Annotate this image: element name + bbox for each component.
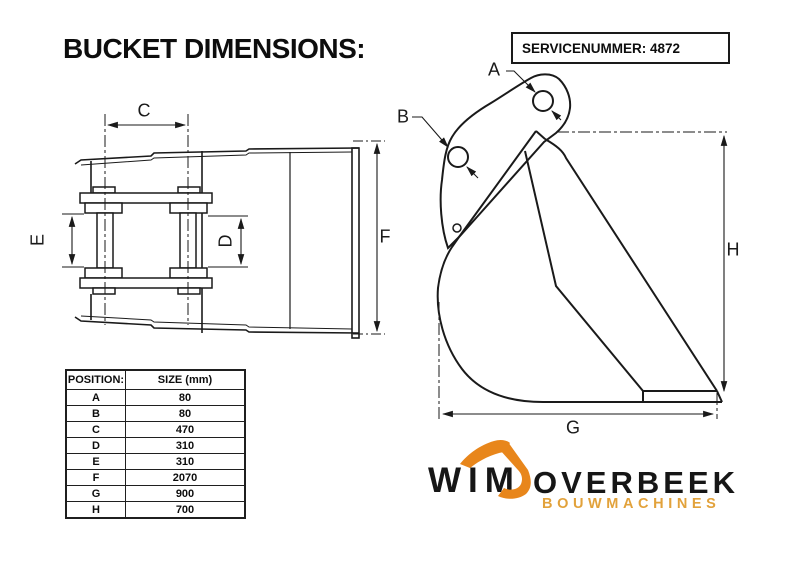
cell-size: 2070 (125, 469, 246, 486)
dimension-d (208, 215, 248, 268)
label-f: F (379, 226, 391, 247)
logo-text-tagline: BOUWMACHINES (542, 496, 721, 512)
header-size: SIZE (mm) (125, 369, 246, 390)
cell-size: 80 (125, 405, 246, 422)
cell-position: C (65, 421, 126, 438)
bucket-back-edge (544, 138, 718, 392)
logo-text-overbeek: OVERBEEK (533, 465, 739, 500)
leader-b (412, 116, 479, 179)
cell-size: 310 (125, 437, 246, 454)
top-view-outline-bottom-inner (80, 315, 353, 330)
cell-size: 80 (125, 389, 246, 406)
pin-center-lines (104, 114, 189, 325)
top-view-outline-top (74, 147, 360, 165)
mounting-bracket-side-view (439, 73, 572, 250)
dimension-e (62, 213, 84, 268)
label-d: D (215, 234, 236, 248)
bucket-inner-wall (524, 150, 644, 392)
cell-position: G (65, 485, 126, 502)
excavator-arm-icon (460, 439, 531, 499)
leader-a (506, 70, 562, 121)
top-view-drawing (62, 114, 385, 339)
top-view-outline-top-inner (80, 151, 353, 166)
side-view-extension-lines (438, 131, 727, 419)
side-view-drawing (412, 70, 728, 419)
pin-hole-b (447, 146, 469, 168)
cutting-edge-plate (642, 390, 723, 403)
label-c: C (137, 100, 151, 121)
small-hole (452, 223, 462, 233)
top-view-back-plate (351, 147, 360, 339)
cell-position: B (65, 405, 126, 422)
cell-size: 470 (125, 421, 246, 438)
cell-size: 900 (125, 485, 246, 502)
label-e: E (27, 233, 48, 247)
cell-position: D (65, 437, 126, 454)
cell-size: 700 (125, 501, 246, 519)
logo-text-wim: WIM (428, 461, 521, 500)
label-g: G (565, 417, 581, 438)
logo: WIM OVERBEEK BOUWMACHINES (425, 428, 755, 523)
top-view-outline-bottom (74, 316, 360, 334)
dimension-f (353, 140, 385, 335)
bucket-peak-edge (535, 130, 546, 140)
label-h: H (726, 239, 740, 260)
cell-position: H (65, 501, 126, 519)
label-b: B (396, 106, 410, 127)
table-header-row: POSITION: SIZE (mm) (65, 369, 246, 390)
cell-position: E (65, 453, 126, 470)
pin-hole-a (532, 90, 554, 112)
bucket-outline (436, 130, 722, 403)
mounting-bracket-top-view (79, 186, 213, 295)
page-title: BUCKET DIMENSIONS: (63, 33, 366, 64)
label-a: A (487, 59, 501, 80)
header-position: POSITION: (65, 369, 126, 390)
cell-position: A (65, 389, 126, 406)
service-number-box: SERVICENUMMER: 4872 (511, 32, 730, 64)
cell-size: 310 (125, 453, 246, 470)
cell-position: F (65, 469, 126, 486)
service-number-text: SERVICENUMMER: 4872 (522, 40, 681, 56)
